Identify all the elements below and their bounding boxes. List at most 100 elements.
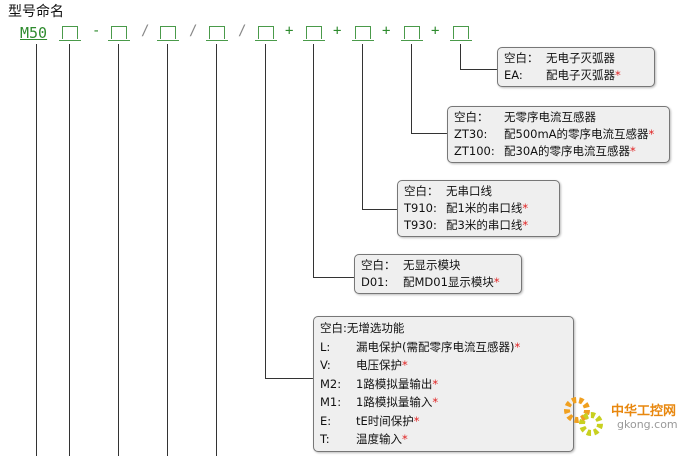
option-row: EA:配电子灭弧器* (504, 67, 648, 84)
option-row: T: 温度输入* (320, 430, 567, 449)
option-text: 配3米的串口线 (446, 218, 523, 232)
option-text: 配1米的串口线 (446, 201, 523, 215)
option-box-extra-functions: 空白:无增选功能 L:漏电保护(需配零序电流互感器)* V:电压保护* M2:1… (313, 316, 574, 452)
connector-line (118, 44, 119, 456)
slot-8 (401, 26, 423, 41)
optional-marker: * (402, 432, 408, 446)
option-text: tE时间保护 (356, 413, 414, 428)
slot-5 (255, 26, 277, 41)
option-row: 空白： 无串口线 (404, 183, 553, 200)
option-row: M1: 1路模拟量输入* (320, 393, 567, 412)
optional-marker: * (432, 376, 439, 391)
option-text: 配MD01显示模块 (403, 275, 494, 289)
option-text: 1路模拟量输出 (356, 376, 433, 391)
connector-line (362, 209, 397, 210)
gear-icon (564, 397, 603, 436)
option-key: T910: (404, 201, 437, 215)
connector-line (265, 44, 266, 378)
connector-line (313, 277, 354, 278)
option-key: 空白： (361, 258, 396, 272)
connector-line (167, 44, 168, 456)
option-key: E: (320, 413, 332, 428)
separator: - (92, 23, 101, 39)
separator: + (431, 23, 440, 39)
slot-4 (206, 26, 228, 41)
option-box-arc-suppressor: 空白： 无电子灭弧器 EA:配电子灭弧器* (497, 47, 655, 87)
model-prefix: M50 (20, 24, 48, 42)
option-text: 无显示模块 (403, 258, 461, 272)
option-key: ZT100: (454, 144, 495, 158)
option-text: 无电子灭弧器 (546, 51, 615, 65)
option-key: D01: (361, 275, 389, 289)
option-row: V: 电压保护* (320, 356, 567, 375)
option-key: M1: (320, 395, 342, 409)
option-text: 温度输入 (356, 432, 402, 446)
option-key: T: (320, 432, 330, 446)
option-text: 无增选功能 (346, 321, 405, 335)
option-row: ZT100: 配30A的零序电流互感器* (454, 143, 663, 160)
option-row: E: tE时间保护* (320, 412, 567, 431)
separator: / (189, 23, 198, 39)
option-box-serial-cable: 空白：无串口线 T910:配1米的串口线* T930:配3米的串口线* (397, 180, 560, 237)
option-text: 配500mA的零序电流互感器 (504, 127, 649, 141)
option-row: 空白：无零序电流互感器 (454, 109, 663, 126)
slot-7 (352, 26, 374, 41)
separator: + (285, 23, 294, 39)
connector-line (362, 44, 363, 209)
slot-9 (450, 26, 472, 41)
option-key: 空白： (504, 51, 539, 65)
slot-6 (303, 26, 325, 41)
separator: + (382, 23, 391, 39)
separator: / (238, 23, 247, 39)
option-row: L: 漏电保护(需配零序电流互感器)* (320, 338, 567, 357)
option-box-display-module: 空白： 无显示模块 D01: 配MD01显示模块* (354, 254, 522, 294)
connector-line (69, 44, 70, 456)
option-row: 空白:无增选功能 (320, 319, 567, 338)
option-box-zero-sequence-ct: 空白：无零序电流互感器 ZT30:配500mA的零序电流互感器* ZT100:配… (447, 106, 670, 163)
optional-marker: * (522, 218, 529, 232)
option-key: M2: (320, 376, 342, 391)
connector-line (216, 44, 217, 456)
option-key: ZT30: (454, 127, 488, 141)
slot-1 (59, 26, 81, 41)
option-key: 空白： (404, 184, 439, 198)
option-key: V: (320, 358, 331, 372)
option-row: 空白： 无电子灭弧器 (504, 50, 648, 67)
connector-line (411, 44, 412, 133)
optional-marker: * (522, 201, 529, 215)
optional-marker: * (413, 413, 420, 428)
option-text: 漏电保护(需配零序电流互感器) (356, 339, 515, 354)
watermark-text: 中华工控网 (611, 404, 677, 419)
option-text: 配30A的零序电流互感器 (504, 144, 630, 158)
option-key: 空白: (320, 321, 347, 335)
optional-marker: * (493, 275, 500, 289)
slot-2 (108, 26, 130, 41)
optional-marker: * (615, 68, 621, 82)
option-text: 电压保护 (356, 358, 402, 372)
option-text: 配电子灭弧器 (546, 68, 615, 82)
separator: + (333, 23, 342, 39)
option-row: ZT30: 配500mA的零序电流互感器* (454, 126, 663, 143)
option-key: T930: (404, 218, 437, 232)
option-key: L: (320, 339, 331, 354)
connector-line (36, 44, 37, 456)
option-key: 空白： (454, 110, 489, 124)
option-text: 1路模拟量输入 (356, 395, 433, 409)
watermark-url: gkong.com (617, 418, 678, 431)
slot-3 (157, 26, 179, 41)
connector-line (460, 44, 461, 69)
optional-marker: * (648, 127, 655, 141)
optional-marker: * (630, 144, 636, 158)
optional-marker: * (432, 395, 439, 409)
separator: / (141, 23, 150, 39)
watermark-logo: 中华工控网 gkong.com (559, 392, 689, 442)
optional-marker: * (402, 358, 408, 372)
option-row: T930: 配3米的串口线* (404, 217, 553, 234)
optional-marker: * (514, 339, 521, 354)
connector-line (460, 69, 497, 70)
connector-line (411, 133, 447, 134)
option-row: D01: 配MD01显示模块* (361, 274, 515, 291)
section-title: 型号命名 (8, 4, 64, 20)
option-row: M2: 1路模拟量输出* (320, 375, 567, 394)
option-text: 无串口线 (446, 184, 492, 198)
